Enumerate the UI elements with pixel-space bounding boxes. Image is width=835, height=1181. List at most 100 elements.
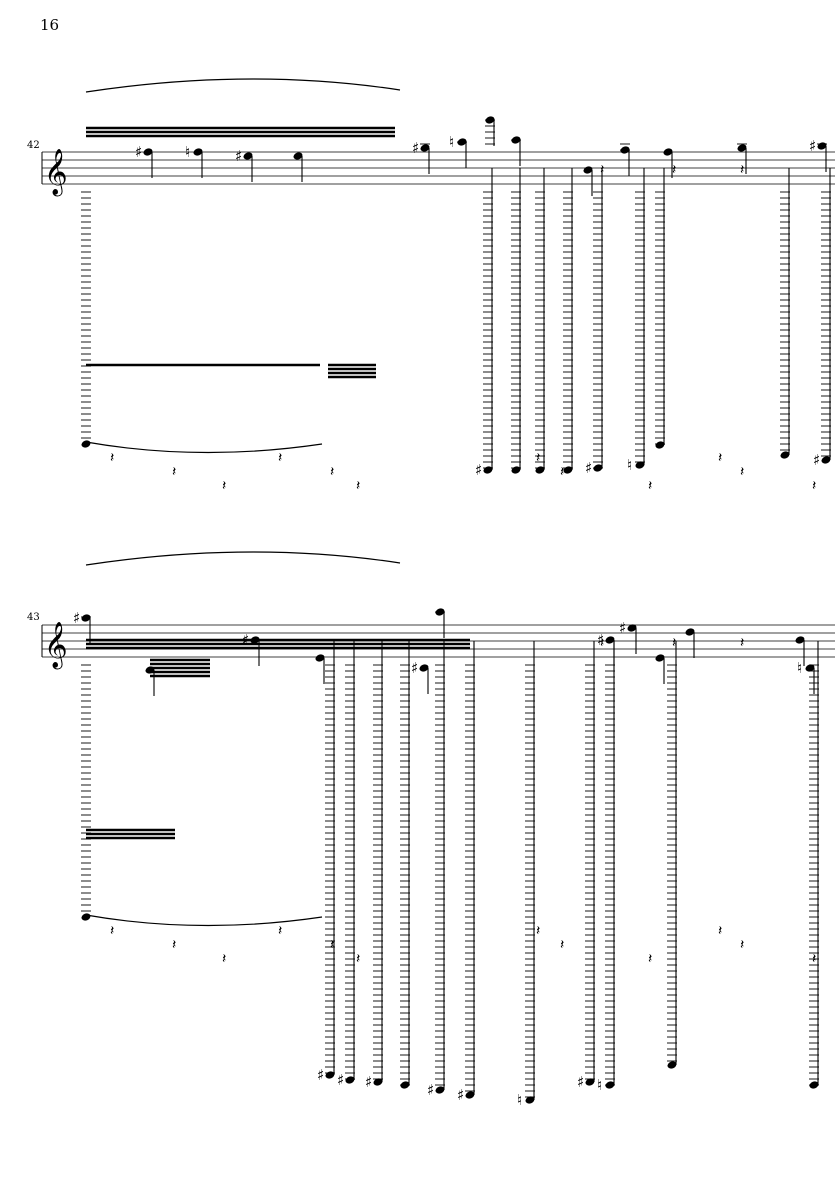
quarter-rest: 𝄽: [278, 450, 282, 466]
quarter-rest: 𝄽: [172, 464, 176, 480]
quarter-rest: 𝄽: [560, 937, 564, 953]
tie-slur: [85, 551, 401, 566]
quarter-rest: 𝄽: [172, 937, 176, 953]
notehead: [667, 1061, 677, 1069]
notehead: [511, 136, 521, 144]
notehead: [627, 624, 637, 632]
natural-accidental: ♮: [517, 1091, 522, 1109]
quarter-rest: 𝄽: [740, 937, 744, 953]
notehead: [483, 466, 493, 474]
tie-slur: [85, 914, 323, 927]
sharp-accidental: ♯: [457, 1086, 464, 1104]
sharp-accidental: ♯: [365, 1073, 372, 1091]
natural-accidental: ♮: [185, 143, 190, 161]
quarter-rest: 𝄽: [330, 464, 334, 480]
quarter-rest: 𝄽: [648, 478, 652, 494]
notehead: [685, 628, 695, 636]
notehead: [583, 166, 593, 174]
measure-number-43: 43: [27, 612, 40, 623]
quarter-rest: 𝄽: [356, 478, 360, 494]
quarter-rest: 𝄽: [740, 635, 744, 651]
notehead: [435, 608, 445, 616]
notehead: [605, 636, 615, 644]
notehead: [400, 1081, 410, 1089]
quarter-rest: 𝄽: [600, 635, 604, 651]
sharp-accidental: ♯: [809, 137, 816, 155]
notehead: [585, 1078, 595, 1086]
treble-clef: 𝄞: [44, 622, 68, 670]
measure-number-42: 42: [27, 140, 40, 151]
system-measure-42: 𝄞♯♮♯♯♮♯♯♯♮♯𝄽𝄽𝄽𝄽𝄽𝄽𝄽𝄽𝄽𝄽𝄽𝄽𝄽𝄽𝄽: [41, 78, 835, 494]
notehead: [780, 451, 790, 459]
notehead: [243, 152, 253, 160]
natural-accidental: ♮: [597, 1076, 602, 1094]
sharp-accidental: ♯: [412, 139, 419, 157]
notehead: [193, 148, 203, 156]
notehead: [525, 1096, 535, 1104]
quarter-rest: 𝄽: [356, 951, 360, 967]
sharp-accidental: ♯: [813, 451, 820, 469]
notehead: [563, 466, 573, 474]
sharp-accidental: ♯: [135, 143, 142, 161]
notehead: [143, 148, 153, 156]
notehead: [81, 440, 91, 448]
sharp-accidental: ♯: [235, 147, 242, 165]
notehead: [663, 148, 673, 156]
sharp-accidental: ♯: [619, 619, 626, 637]
notehead: [81, 614, 91, 622]
notehead: [593, 464, 603, 472]
sharp-accidental: ♯: [577, 1073, 584, 1091]
quarter-rest: 𝄽: [222, 478, 226, 494]
quarter-rest: 𝄽: [740, 162, 744, 178]
notehead: [81, 913, 91, 921]
notehead: [485, 116, 495, 124]
notehead: [345, 1076, 355, 1084]
tie-slur: [85, 78, 401, 93]
quarter-rest: 𝄽: [648, 951, 652, 967]
quarter-rest: 𝄽: [600, 162, 604, 178]
quarter-rest: 𝄽: [536, 923, 540, 939]
natural-accidental: ♮: [797, 659, 802, 677]
page-number: 16: [40, 16, 60, 34]
notehead: [419, 664, 429, 672]
quarter-rest: 𝄽: [718, 923, 722, 939]
tie-slur: [85, 441, 323, 454]
notehead: [535, 466, 545, 474]
quarter-rest: 𝄽: [560, 464, 564, 480]
quarter-rest: 𝄽: [330, 937, 334, 953]
notehead: [795, 636, 805, 644]
quarter-rest: 𝄽: [110, 450, 114, 466]
notehead: [373, 1078, 383, 1086]
sharp-accidental: ♯: [317, 1066, 324, 1084]
notehead: [325, 1071, 335, 1079]
quarter-rest: 𝄽: [812, 951, 816, 967]
notehead: [737, 144, 747, 152]
notehead: [809, 1081, 819, 1089]
quarter-rest: 𝄽: [740, 464, 744, 480]
notehead: [805, 664, 815, 672]
treble-clef: 𝄞: [44, 149, 68, 197]
quarter-rest: 𝄽: [536, 450, 540, 466]
notehead: [655, 441, 665, 449]
sharp-accidental: ♯: [411, 659, 418, 677]
notehead: [435, 1086, 445, 1094]
sharp-accidental: ♯: [427, 1081, 434, 1099]
natural-accidental: ♮: [449, 133, 454, 151]
quarter-rest: 𝄽: [278, 923, 282, 939]
sharp-accidental: ♯: [475, 461, 482, 479]
sharp-accidental: ♯: [597, 631, 604, 649]
system-measure-43: 𝄞♯♯♯♯♯♮♯♯♯♯♯♮♯♮𝄽𝄽𝄽𝄽𝄽𝄽𝄽𝄽𝄽𝄽𝄽𝄽𝄽𝄽𝄽: [41, 551, 835, 1109]
sharp-accidental: ♯: [585, 459, 592, 477]
notehead: [620, 146, 630, 154]
notehead: [655, 654, 665, 662]
notehead: [457, 138, 467, 146]
notehead: [635, 461, 645, 469]
quarter-rest: 𝄽: [812, 478, 816, 494]
notehead: [817, 142, 827, 150]
notehead: [821, 456, 831, 464]
notehead: [511, 466, 521, 474]
natural-accidental: ♮: [627, 456, 632, 474]
sharp-accidental: ♯: [337, 1071, 344, 1089]
sharp-accidental: ♯: [73, 609, 80, 627]
